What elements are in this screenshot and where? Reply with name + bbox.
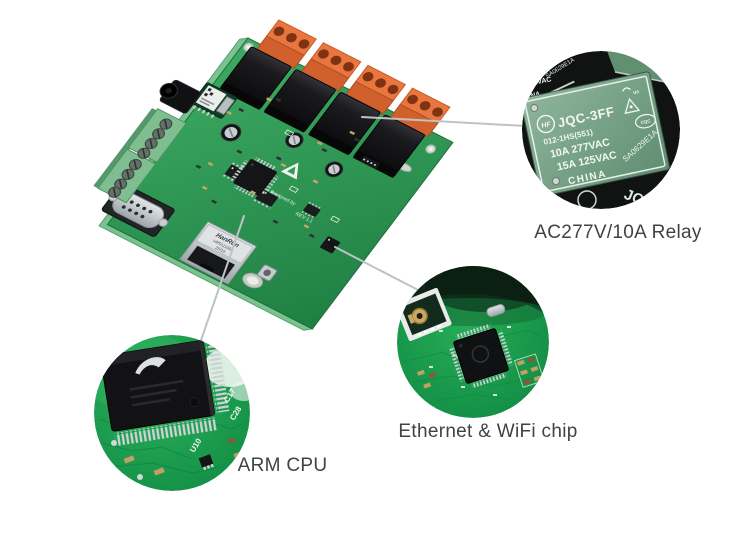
sot23-transistor [198, 454, 214, 471]
main-cpu-qfp [231, 157, 279, 198]
svg-text:us: us [633, 89, 640, 96]
relay-component [308, 92, 381, 156]
passives [111, 437, 242, 480]
svg-text:CQC: CQC [640, 118, 652, 125]
silkscreen-dots [429, 326, 511, 396]
terminal-screws [108, 118, 173, 198]
callout-line-ethernet [334, 246, 421, 292]
crystal-oscillator [486, 304, 506, 318]
callout-line-arm [198, 215, 245, 347]
smd-passives [195, 97, 360, 238]
reset-button [257, 264, 278, 282]
barrel-jack [159, 79, 201, 114]
electrolytic-capacitors [220, 123, 344, 178]
orange-terminal-block [300, 42, 362, 92]
callout-line-relay [361, 116, 527, 127]
chip-etched-text [129, 379, 184, 407]
relay-component [219, 46, 292, 110]
silkscreen-triangle-logo [280, 162, 299, 180]
ethernet-jack-code: 20/10 [214, 245, 227, 254]
relay-brand: HF [541, 121, 552, 130]
relay-cert-marks: us CQC [622, 87, 656, 129]
pin-header [359, 155, 381, 170]
wifi-module [191, 82, 238, 119]
relay-callout-circle: 125VAC CHINA SA0629E1A HF JQC-3FF 012-1H… [522, 51, 680, 209]
wifi-module-closeup [397, 287, 452, 342]
passives-cluster-right [513, 353, 545, 388]
ethernet-callout-label: Ethernet & WiFi chip [398, 421, 578, 442]
ethernet-callout-circle [397, 266, 549, 418]
orange-terminal-blocks [256, 19, 451, 138]
arm-cpu-chip [100, 340, 230, 446]
relay-callout-label: AC277V/10A Relay [534, 222, 702, 243]
pcb-board: Designed by REV 1.1 [93, 19, 454, 331]
chip-pins-bottom [114, 417, 218, 446]
relay-face: HF JQC-3FF 012-1HS(551) 10A 277VAC 15A 1… [522, 71, 670, 197]
pcb-traces [99, 418, 245, 474]
passives-cluster-left [417, 369, 437, 389]
qfn-chip [320, 236, 341, 254]
st-logo [135, 357, 166, 375]
chip-pins-right [205, 341, 230, 413]
green-terminal-blocks [93, 108, 187, 204]
ethernet-wifi-qfp-chip [448, 323, 514, 389]
arm-callout-label: ARM CPU [237, 455, 328, 476]
relay-component [263, 69, 336, 133]
orange-terminal-block [256, 19, 317, 69]
soic-chip [301, 201, 323, 219]
